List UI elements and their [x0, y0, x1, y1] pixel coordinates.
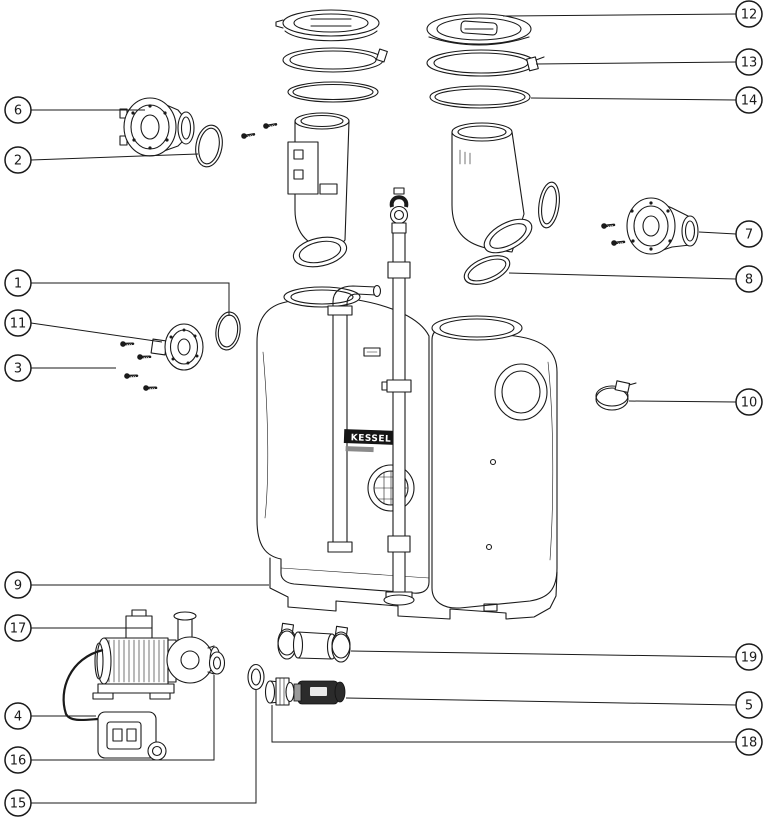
strainer [367, 464, 415, 512]
svg-text:1: 1 [14, 277, 22, 292]
control-box [97, 711, 167, 761]
leader-15 [31, 690, 257, 804]
hose-clamps-pipe [277, 622, 351, 663]
seal-ring-right [429, 85, 531, 109]
callout-16: 16 [4, 746, 32, 774]
svg-text:9: 9 [14, 579, 22, 594]
hose-clamp [595, 380, 637, 411]
leader-13 [535, 61, 737, 65]
callout-7: 7 [735, 220, 763, 248]
leader-8 [508, 272, 737, 280]
callout-11: 11 [4, 309, 32, 337]
tank-right-chamber [431, 315, 558, 612]
callout-2: 2 [4, 146, 32, 174]
o-ring-8 [463, 255, 511, 285]
svg-text:4: 4 [14, 710, 22, 725]
callout-12: 12 [735, 0, 763, 28]
leader-16 [31, 675, 215, 761]
clamp-ring-left [282, 47, 388, 73]
pump [92, 609, 221, 700]
inlet-coupling [119, 97, 195, 157]
union-coupling [264, 677, 295, 706]
leader-19 [350, 650, 737, 658]
callout-9: 9 [4, 571, 32, 599]
o-ring-small [538, 181, 560, 229]
leader-5 [345, 697, 737, 706]
svg-text:16: 16 [10, 754, 27, 769]
callout-1: 1 [4, 269, 32, 297]
leader-2 [30, 153, 199, 161]
svg-text:13: 13 [741, 56, 758, 71]
leader-1 [31, 282, 230, 316]
inlet-elbow-left [287, 112, 350, 268]
callout-19: 19 [735, 643, 763, 671]
tank-left-chamber [256, 286, 430, 594]
shaft-seal [208, 651, 226, 675]
brand-label-text: KESSEL [351, 433, 392, 444]
svg-text:15: 15 [10, 797, 27, 812]
leader-lines [30, 13, 737, 804]
callout-17: 17 [4, 614, 32, 642]
outlet-coupling [626, 197, 699, 255]
callout-3: 3 [4, 354, 32, 382]
internal-pipe [327, 284, 382, 553]
brand-label: KESSEL [343, 429, 399, 453]
o-ring-2 [195, 124, 223, 168]
check-valve [293, 680, 346, 705]
riser-pipe [381, 222, 415, 606]
svg-text:17: 17 [10, 622, 27, 637]
callout-14: 14 [735, 86, 763, 114]
leader-12 [502, 13, 737, 17]
lifting-eye [389, 187, 409, 225]
inlet-elbow-right [451, 122, 533, 254]
seal-ring-left [287, 81, 379, 103]
svg-text:7: 7 [745, 228, 753, 243]
callout-15: 15 [4, 789, 32, 817]
callout-18: 18 [735, 728, 763, 756]
svg-text:10: 10 [741, 396, 758, 411]
leader-14 [530, 97, 737, 101]
clamp-ring-right [426, 49, 545, 77]
svg-text:3: 3 [14, 362, 22, 377]
callout-5: 5 [735, 691, 763, 719]
callout-13: 13 [735, 48, 763, 76]
flange-disc [150, 323, 204, 371]
lid-right [426, 13, 532, 46]
lid-left [275, 9, 380, 42]
screws-a [238, 117, 278, 143]
screws-c [118, 336, 158, 394]
svg-text:2: 2 [14, 154, 22, 169]
svg-text:11: 11 [10, 317, 27, 332]
callout-8: 8 [735, 265, 763, 293]
leader-18 [271, 705, 736, 743]
leader-10 [628, 400, 737, 403]
callout-10: 10 [735, 388, 763, 416]
screws-b [598, 218, 626, 250]
callout-6: 6 [4, 96, 32, 124]
svg-text:14: 14 [741, 94, 758, 109]
svg-text:12: 12 [741, 8, 758, 23]
leader-11 [30, 322, 163, 343]
svg-text:5: 5 [745, 699, 753, 714]
svg-text:19: 19 [741, 651, 758, 666]
o-ring-1 [215, 311, 241, 351]
svg-text:8: 8 [745, 273, 753, 288]
power-cable [62, 648, 104, 722]
svg-text:18: 18 [741, 736, 758, 751]
callout-4: 4 [4, 702, 32, 730]
svg-text:6: 6 [14, 104, 22, 119]
leader-7 [698, 231, 737, 235]
coupling-ring [247, 663, 265, 691]
